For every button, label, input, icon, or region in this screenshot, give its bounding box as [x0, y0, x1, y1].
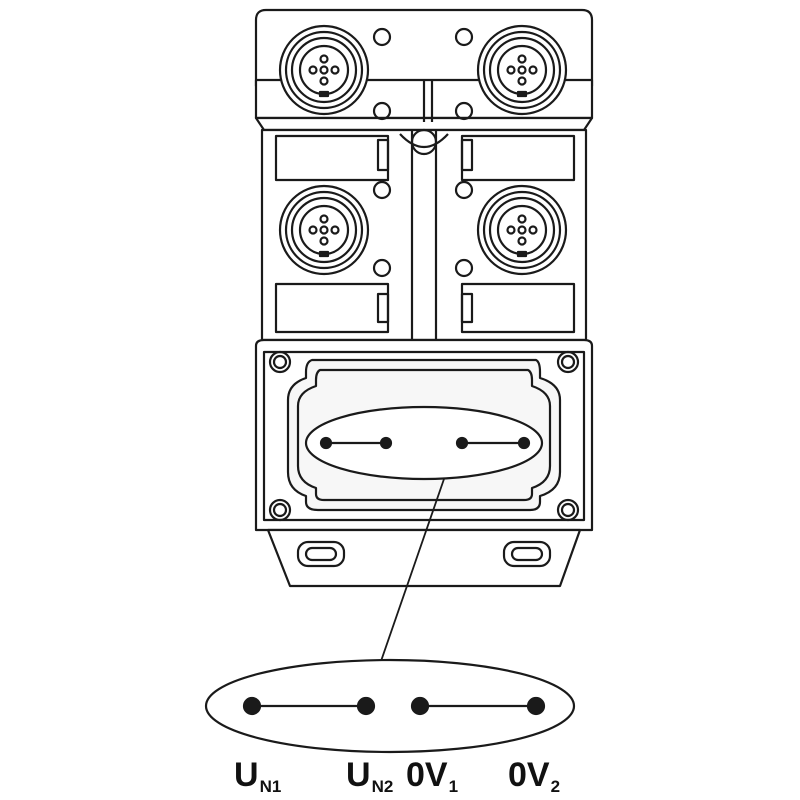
terminal-label-main: U [346, 756, 371, 794]
terminal-dot-0v1 [410, 696, 430, 716]
terminal-dot-un2 [356, 696, 376, 716]
m12-socket-icon [476, 24, 568, 116]
m12-socket-icon [278, 24, 370, 116]
terminal-dot-0v2 [526, 696, 546, 716]
terminal-label-un1: UN1 [234, 758, 281, 795]
mounting-hole-icon [372, 180, 392, 200]
terminal-label-main: 0V [406, 756, 448, 794]
terminal-label-sub: 2 [550, 777, 561, 796]
terminal-label-main: 0V [508, 756, 550, 794]
m12-socket-icon [278, 184, 370, 276]
terminal-label-un2: UN2 [346, 758, 393, 795]
slot-icon [296, 540, 346, 568]
bridge-detail-small [304, 405, 544, 481]
label-window-bottom-right [460, 282, 576, 334]
label-window-bottom-left [274, 282, 390, 334]
screw-icon [556, 350, 580, 374]
screw-icon [268, 498, 292, 522]
terminal-label-main: U [234, 756, 259, 794]
leader-line [379, 478, 445, 665]
label-window-top-left [274, 134, 390, 182]
screw-icon [556, 498, 580, 522]
terminal-label-sub: N2 [371, 777, 394, 796]
terminal-label-0v2: 0V2 [508, 758, 560, 795]
center-screw-icon [410, 128, 438, 156]
mounting-hole-icon [454, 258, 474, 278]
mounting-hole-icon [454, 180, 474, 200]
m12-socket-icon [476, 184, 568, 276]
label-window-top-right [460, 134, 576, 182]
terminal-label-sub: 1 [448, 777, 459, 796]
bridge-detail-large [204, 658, 576, 754]
terminal-dot-un1 [242, 696, 262, 716]
screw-icon [268, 350, 292, 374]
mounting-hole-icon [372, 258, 392, 278]
mounting-hole-icon [454, 27, 474, 47]
mounting-hole-icon [454, 101, 474, 121]
terminal-label-sub: N1 [259, 777, 282, 796]
slot-icon [502, 540, 552, 568]
mounting-hole-icon [372, 27, 392, 47]
terminal-label-0v1: 0V1 [406, 758, 458, 795]
mounting-hole-icon [372, 101, 392, 121]
